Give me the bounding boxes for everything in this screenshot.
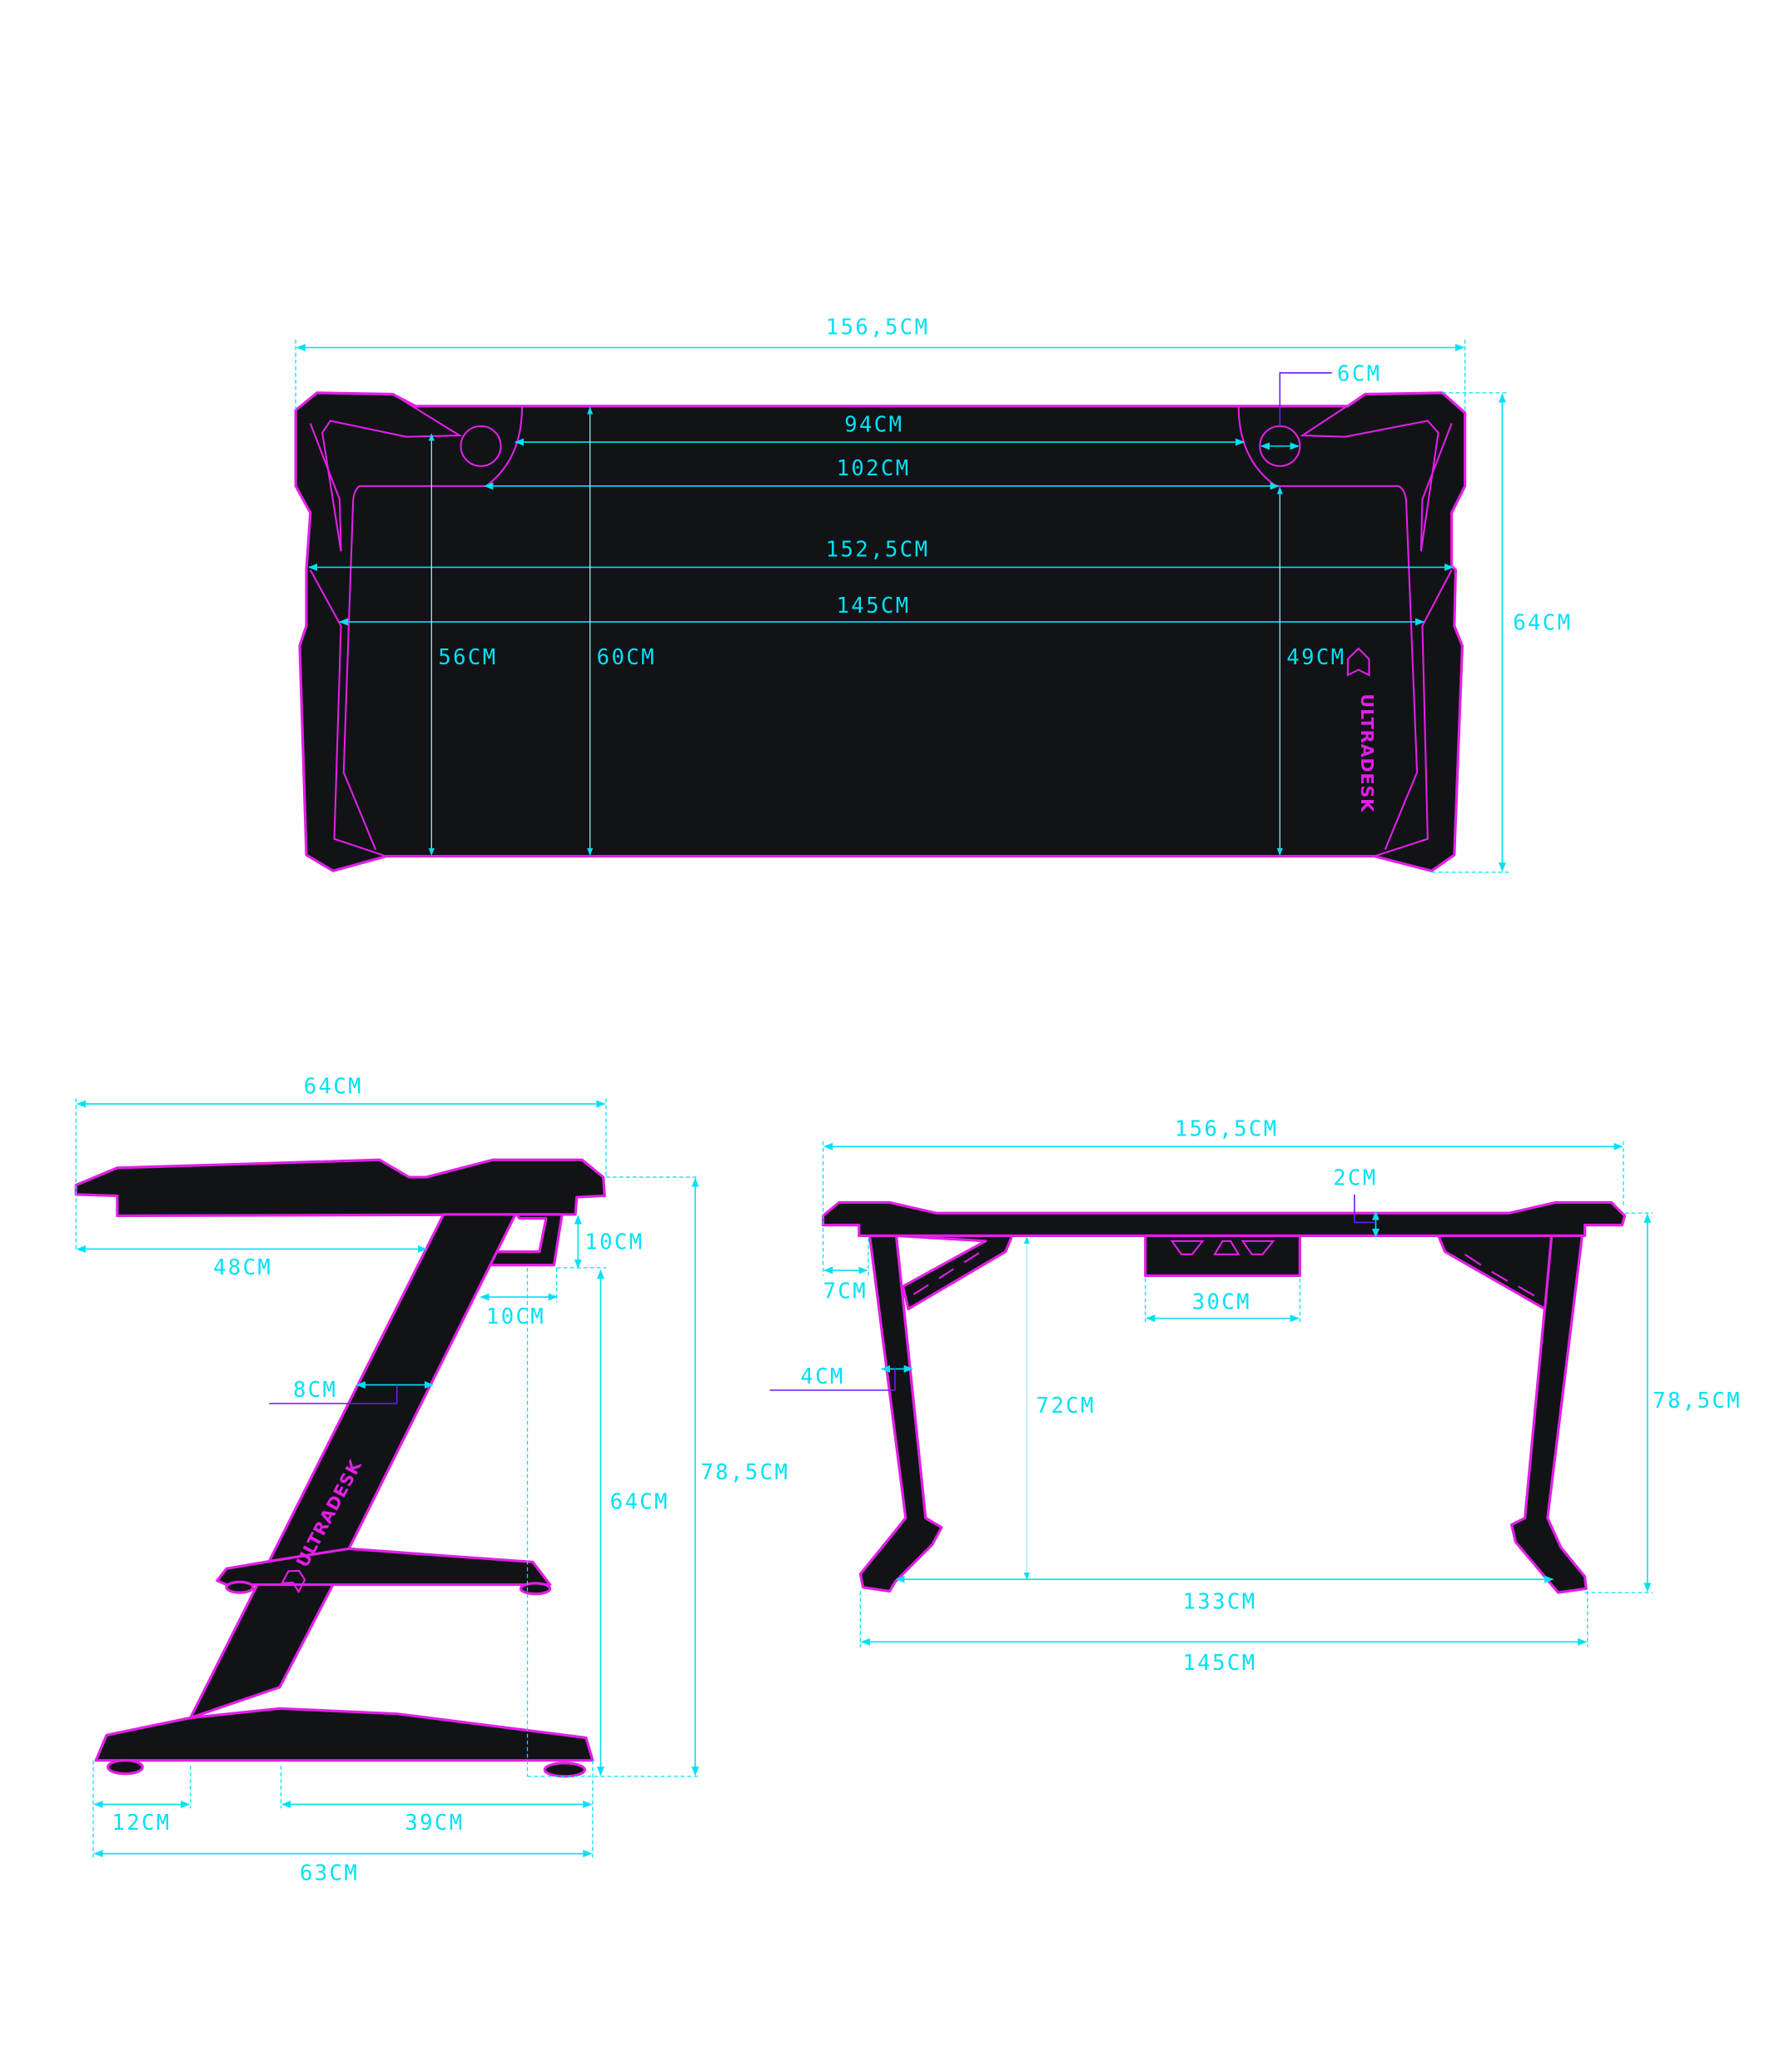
front-right-leg: [1510, 1234, 1588, 1594]
front-dim-drawer-width: 30CM: [1192, 1289, 1251, 1314]
top-view: ULTRADESK 156,5CM 6CM 94CM 102CM 152,5CM…: [294, 316, 1572, 873]
dim-width-inner: 145CM: [837, 594, 911, 619]
front-dim-overall-width: 156,5CM: [1175, 1116, 1279, 1141]
dim-hole-diameter: 6CM: [1337, 361, 1381, 386]
dim-overall-depth: 64CM: [1513, 611, 1572, 636]
front-left-leg: [858, 1234, 943, 1593]
front-dim-outer-feet: 145CM: [1183, 1651, 1257, 1676]
side-view: ULTRADESK 64CM 48CM 10CM 10CM 8CM 64CM 7…: [74, 1074, 789, 1886]
side-dim-total-height: 78,5CM: [700, 1460, 789, 1485]
front-right-brace: [1437, 1234, 1554, 1311]
dim-cutout-width: 102CM: [837, 456, 911, 481]
side-mid-foot: [216, 1547, 552, 1587]
side-dim-leg-offset: 48CM: [213, 1255, 272, 1280]
cable-hole-left: [460, 425, 502, 467]
side-dim-front-foot: 12CM: [112, 1811, 171, 1836]
front-dim-inner-feet: 133CM: [1183, 1589, 1257, 1614]
side-dim-bracket-height: 10CM: [584, 1230, 644, 1255]
side-dim-foot-length: 63CM: [300, 1861, 359, 1886]
front-left-brace: [894, 1234, 1014, 1311]
dim-between-holes: 94CM: [844, 412, 903, 437]
side-dim-under-height: 64CM: [610, 1489, 669, 1514]
dim-depth-right: 49CM: [1286, 645, 1345, 670]
svg-text:ULTRADESK: ULTRADESK: [1357, 693, 1377, 812]
front-dim-leg-width: 4CM: [800, 1364, 844, 1389]
logo-mark-icon: [1346, 647, 1370, 677]
dim-overall-width: 156,5CM: [826, 316, 930, 340]
side-dim-top-depth: 64CM: [304, 1074, 363, 1099]
front-drawer: [1144, 1234, 1301, 1278]
side-base-foot: [94, 1707, 594, 1762]
dim-depth-center: 60CM: [597, 645, 656, 670]
dim-width-mid: 152,5CM: [826, 538, 930, 563]
side-dim-rear-foot: 39CM: [405, 1811, 464, 1836]
front-dim-overhang: 7CM: [823, 1279, 868, 1304]
dim-depth-left: 56CM: [438, 645, 497, 670]
logo-mark-icon: [281, 1569, 306, 1594]
front-tabletop: [822, 1200, 1627, 1238]
side-tabletop: [74, 1158, 606, 1218]
side-dim-bracket-depth: 10CM: [486, 1304, 545, 1329]
front-dim-clearance: 72CM: [1037, 1394, 1096, 1419]
front-dim-top-thickness: 2CM: [1333, 1166, 1377, 1191]
front-dim-total-height: 78,5CM: [1653, 1389, 1742, 1414]
brand-logo: ULTRADESK: [1346, 647, 1377, 812]
side-dim-leg-width: 8CM: [293, 1378, 337, 1403]
front-view: 156,5CM 2CM 7CM 30CM 4CM 72CM 78,5CM 133…: [769, 1116, 1742, 1676]
